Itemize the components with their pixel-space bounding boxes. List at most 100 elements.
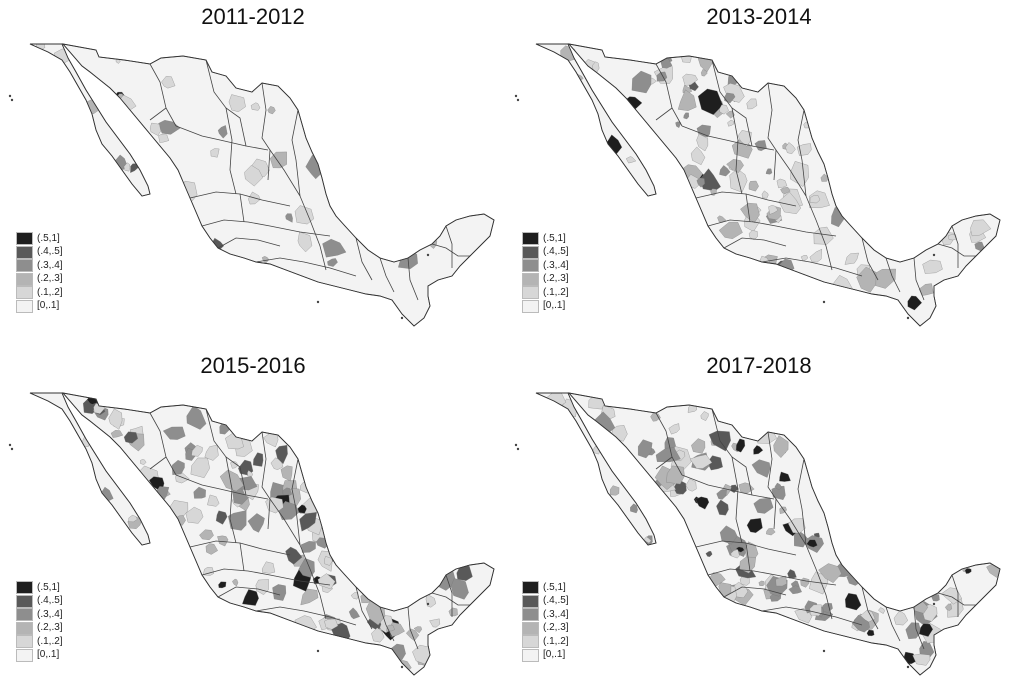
legend-row: (.1,.2] — [522, 635, 569, 649]
municipality-region — [727, 119, 735, 127]
island-dot — [400, 665, 404, 669]
choropleth-map — [8, 392, 495, 676]
municipality-region — [219, 469, 244, 492]
municipality-region — [162, 426, 186, 440]
legend-row: (.1,.2] — [16, 635, 63, 649]
municipality-region — [218, 581, 227, 589]
municipality-region — [285, 213, 293, 223]
municipality-region — [297, 231, 313, 253]
legend-swatch — [16, 635, 33, 649]
coastline — [567, 43, 1001, 327]
panel-title: 2015-2016 — [200, 353, 306, 378]
state-border — [913, 606, 925, 650]
coastline — [61, 43, 495, 327]
state-border — [655, 456, 673, 470]
municipality-region — [207, 494, 220, 507]
municipality-region — [719, 104, 729, 115]
state-border — [797, 109, 807, 197]
legend-row: (.4,.5] — [16, 594, 63, 609]
municipality-region — [205, 543, 218, 555]
state-border — [861, 237, 879, 281]
municipality-region — [253, 452, 264, 467]
state-border — [445, 225, 453, 268]
legend-label: (.1,.2] — [37, 286, 63, 298]
legend-label: (.2,.3] — [37, 622, 63, 634]
municipality-region — [348, 607, 360, 620]
legend-row: (.4,.5] — [522, 245, 569, 260]
municipality-region — [140, 459, 147, 465]
state-border — [201, 568, 331, 586]
state-border — [655, 412, 683, 476]
municipality-region — [761, 190, 769, 199]
municipality-region — [228, 510, 247, 531]
municipality-region — [322, 238, 347, 258]
legend-label: [0,.1] — [543, 300, 566, 312]
coastline — [29, 43, 151, 197]
legend-label: [0,.1] — [37, 649, 60, 661]
map-legend: (.5,1](.4,.5](.3,.4](.2,.3](.1,.2][0,.1] — [522, 581, 569, 662]
legend-swatch — [522, 648, 539, 662]
municipality-region — [776, 178, 788, 189]
legend-row: [0,.1] — [16, 299, 63, 314]
state-border — [681, 125, 775, 151]
map-legend: (.5,1](.4,.5](.3,.4](.2,.3](.1,.2][0,.1] — [16, 232, 63, 313]
state-border — [707, 568, 837, 586]
state-border — [775, 149, 807, 197]
island-dot — [10, 447, 14, 451]
municipality-region — [696, 133, 709, 152]
municipality-region — [650, 412, 661, 422]
island-dot — [906, 665, 910, 669]
state-border — [255, 257, 357, 277]
legend-swatch — [522, 245, 539, 259]
state-border — [707, 219, 837, 237]
island-dot — [514, 443, 518, 447]
island-dot — [932, 253, 936, 257]
island-dot — [906, 316, 910, 320]
municipality-region — [242, 589, 259, 606]
municipality-region — [171, 460, 185, 475]
legend-swatch — [522, 299, 539, 313]
municipality-region — [775, 575, 787, 587]
municipality-region — [866, 629, 875, 637]
legend-swatch — [522, 232, 539, 246]
municipality-region — [655, 447, 681, 463]
map-legend: (.5,1](.4,.5](.3,.4](.2,.3](.1,.2][0,.1] — [522, 232, 569, 313]
island-dot — [822, 649, 826, 653]
municipality-region — [746, 98, 758, 110]
municipality-region — [158, 134, 169, 143]
legend-swatch — [16, 648, 33, 662]
municipality-region — [36, 44, 46, 50]
municipality-region — [300, 541, 316, 553]
state-border — [175, 474, 269, 500]
municipality-region — [429, 618, 441, 628]
municipality-region — [682, 73, 698, 86]
state-border — [723, 586, 787, 598]
island-dot — [516, 447, 520, 451]
legend-swatch — [16, 232, 33, 246]
municipality-region — [778, 191, 801, 214]
state-border — [255, 606, 357, 626]
state-border — [149, 107, 167, 121]
legend-label: (.3,.4] — [37, 259, 63, 271]
map-panel-3: 2015-2016 (.5,1](.4,.5](.3,.4](.2,.3](.1… — [0, 349, 506, 697]
municipality-region — [818, 563, 842, 583]
municipality-region — [705, 551, 713, 557]
municipality-region — [788, 585, 802, 595]
legend-label: (.2,.3] — [543, 273, 569, 285]
state-border — [149, 63, 177, 127]
legend-row: [0,.1] — [522, 299, 569, 314]
municipality-region — [809, 248, 822, 263]
municipality-region — [844, 252, 859, 265]
island-dot — [316, 300, 320, 304]
coastline — [29, 392, 151, 546]
state-border — [291, 109, 301, 197]
municipality-region — [123, 162, 131, 172]
legend-swatch — [522, 594, 539, 608]
municipality-region — [806, 539, 818, 548]
municipality-region — [878, 607, 885, 614]
legend-row: (.3,.4] — [16, 608, 63, 622]
municipality-region — [964, 568, 972, 574]
choropleth-map — [514, 43, 1001, 327]
legend-label: [0,.1] — [543, 649, 566, 661]
state-border — [655, 63, 683, 127]
